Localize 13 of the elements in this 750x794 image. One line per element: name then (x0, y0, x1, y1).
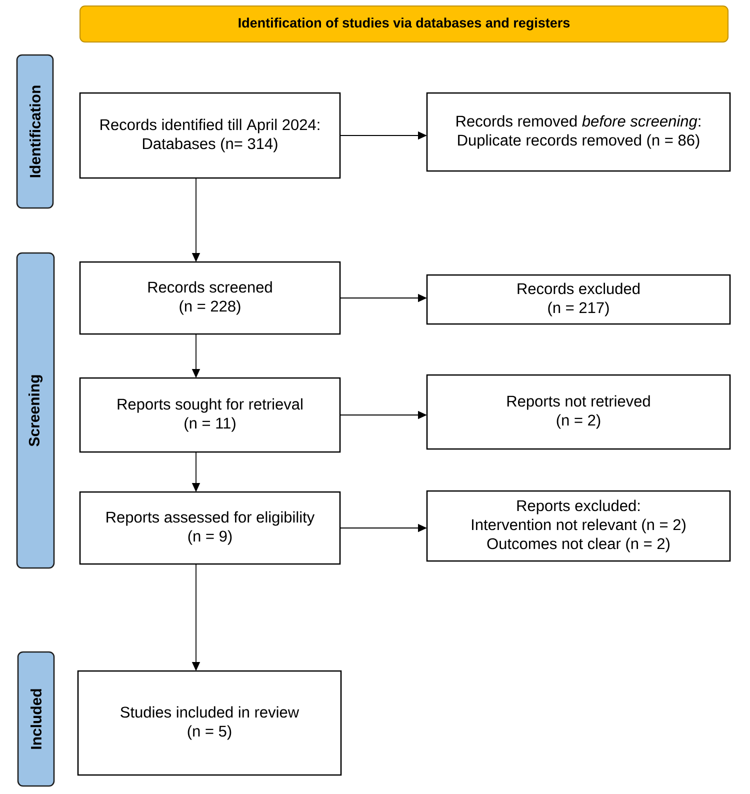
process-box: Records excluded (n = 217) (426, 274, 731, 325)
process-box: Reports not retrieved (n = 2) (426, 374, 731, 450)
process-box: Records screened (n = 228) (79, 261, 341, 335)
process-box: Reports sought for retrieval (n = 11) (79, 377, 341, 453)
phase-band: Identification (16, 54, 54, 209)
header-banner: Identification of studies via databases and registers (80, 6, 728, 42)
process-box: Studies included in review (n = 5) (77, 670, 342, 776)
process-box: Reports assessed for eligibility (n = 9) (79, 491, 341, 565)
process-box: Reports excluded: Intervention not relevant (n = 2) Outcomes not clear (n = 2) (426, 490, 731, 562)
phase-band: Screening (16, 252, 55, 569)
process-box: Records removed before screening: Duplicate records removed (n = 86) (426, 92, 731, 172)
phase-band: Included (17, 651, 55, 787)
process-box: Records identified till April 2024: Databases (n= 314) (79, 92, 341, 179)
